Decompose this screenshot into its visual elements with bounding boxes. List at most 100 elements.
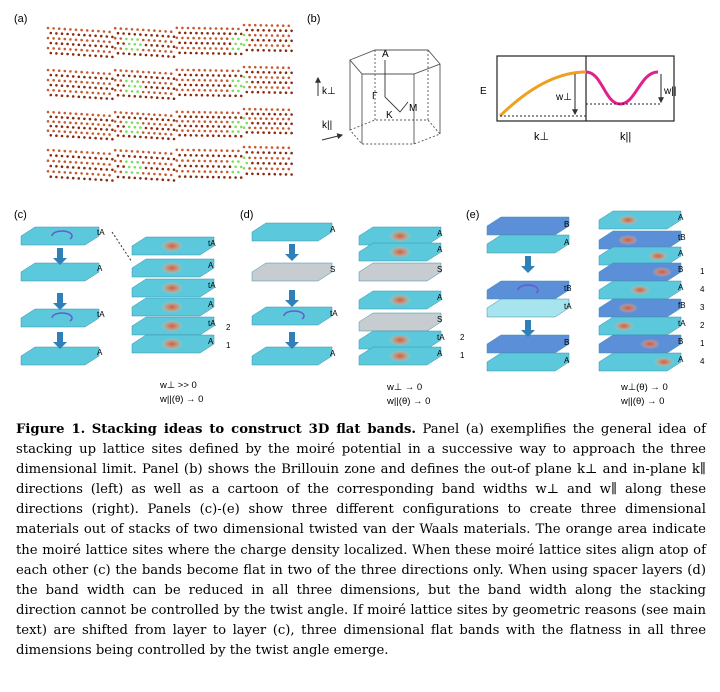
lattice-atom: [200, 31, 204, 35]
lattice-atom: [186, 26, 190, 30]
lattice-atom: [186, 110, 190, 114]
lattice-atom: [223, 74, 226, 77]
lattice-atom: [281, 146, 285, 149]
lattice-atom: [155, 156, 159, 160]
lattice-atom: [108, 82, 111, 86]
lattice-atom: [63, 89, 67, 93]
layer-e-right-label: B: [678, 337, 683, 346]
lattice-atom: [189, 134, 193, 137]
lattice-atom: [256, 112, 260, 116]
lattice-atom: [97, 81, 100, 85]
lattice-atom: [91, 91, 95, 95]
lattice-atom: [262, 112, 265, 116]
lattice-atom: [181, 119, 184, 123]
lattice-atom: [197, 170, 201, 173]
lattice-atom: [167, 118, 170, 122]
lattice-atom: [97, 113, 100, 117]
lattice-atom: [279, 113, 282, 116]
lattice-atom: [133, 53, 137, 56]
layer-e-number: 4: [700, 285, 705, 294]
lattice-atom: [49, 51, 53, 55]
lattice-atom: [52, 129, 55, 133]
lattice-atom: [242, 65, 246, 69]
layer-e-left: [486, 334, 570, 354]
lattice-atom: [94, 136, 97, 140]
layer-e-number: 3: [700, 303, 705, 312]
lattice-atom: [71, 135, 75, 138]
lattice-atom: [183, 164, 187, 168]
lattice-atom: [225, 120, 229, 124]
lattice-atom: [200, 83, 204, 87]
lattice-atom: [237, 130, 240, 133]
layer-c-left: [20, 226, 100, 246]
lattice-atom: [63, 111, 67, 115]
lattice-atom: [111, 45, 114, 49]
lattice-atom: [52, 27, 55, 30]
lattice-atom: [60, 165, 64, 168]
lattice-atom: [139, 95, 142, 98]
lattice-atom: [144, 156, 148, 159]
lattice-atom: [267, 71, 271, 74]
lattice-atom: [69, 80, 72, 83]
lattice-atom: [200, 51, 204, 55]
lattice-atom: [147, 172, 151, 175]
lattice-atom: [130, 48, 134, 51]
lattice-atom: [158, 49, 162, 53]
layer-d-left-label: A: [330, 349, 336, 358]
lattice-atom: [147, 29, 151, 32]
lattice-atom: [276, 76, 279, 79]
lattice-atom: [265, 126, 268, 130]
lattice-atom: [153, 49, 156, 52]
lattice-atom: [71, 43, 75, 46]
lattice-atom: [206, 84, 209, 87]
lattice-atom: [239, 74, 243, 78]
lattice-atom: [116, 115, 120, 119]
lattice-atom: [262, 91, 265, 94]
layer-d-number: 1: [460, 351, 465, 360]
lattice-atom: [88, 117, 92, 121]
lattice-atom: [127, 165, 131, 169]
lattice-atom: [150, 127, 153, 130]
lattice-atom: [122, 52, 125, 55]
lattice-atom: [85, 91, 89, 94]
lattice-atom: [234, 154, 237, 158]
lattice-atom: [217, 175, 221, 179]
lattice-atom: [150, 86, 153, 89]
lattice-atom: [270, 66, 274, 69]
layer-d-left: [251, 306, 333, 326]
lattice-atom: [203, 69, 207, 72]
lattice-atom: [122, 165, 125, 168]
charge-density-blob: [389, 334, 411, 346]
lattice-atom: [197, 120, 201, 123]
lattice-atom: [206, 125, 209, 128]
lattice-atom: [192, 110, 195, 114]
lattice-atom: [178, 83, 181, 87]
lattice-atom: [155, 136, 159, 140]
lattice-atom: [281, 157, 285, 160]
lattice-atom: [189, 83, 193, 87]
layer-c-number: 2: [226, 323, 231, 332]
panel-e-label: (e): [466, 209, 479, 221]
lattice-atom: [83, 33, 86, 37]
down-arrow: [525, 320, 531, 330]
lattice-atom: [245, 161, 249, 165]
lattice-atom: [108, 92, 111, 96]
lattice-atom: [164, 40, 167, 43]
lattice-atom: [88, 34, 92, 37]
lattice-atom: [287, 117, 291, 121]
lattice-atom: [192, 148, 195, 152]
lattice-atom: [125, 89, 128, 93]
band-cartoon: [496, 55, 675, 122]
lattice-atom: [256, 48, 260, 52]
lattice-atom: [153, 132, 156, 135]
lattice-atom: [83, 156, 86, 159]
lattice-atom: [234, 84, 237, 88]
lattice-atom: [290, 91, 293, 95]
lattice-atom: [211, 52, 215, 55]
lattice-atom: [200, 41, 204, 45]
w-par-label: w||: [663, 86, 676, 97]
lattice-atom: [69, 70, 72, 73]
lattice-atom: [164, 92, 167, 95]
lattice-atom: [94, 44, 97, 48]
lattice-atom: [164, 152, 167, 155]
